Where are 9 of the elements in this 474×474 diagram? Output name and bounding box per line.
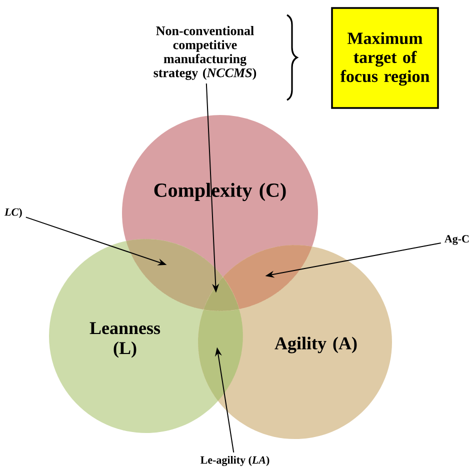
annotation-text: Non-conventional competitive manufacturing strategy (NCCMS) (154, 26, 256, 80)
overlap-region (198, 309, 243, 401)
annotation-text: Le-agility (LA) (200, 456, 270, 466)
highlight-box: Maximum target of focus region (331, 7, 439, 109)
overlap-region (223, 245, 312, 309)
annotation-text: LC) (4, 208, 22, 218)
annotation-text: Ag-C (444, 235, 469, 245)
overlap-region (204, 277, 239, 311)
overlap-region (126, 239, 222, 310)
